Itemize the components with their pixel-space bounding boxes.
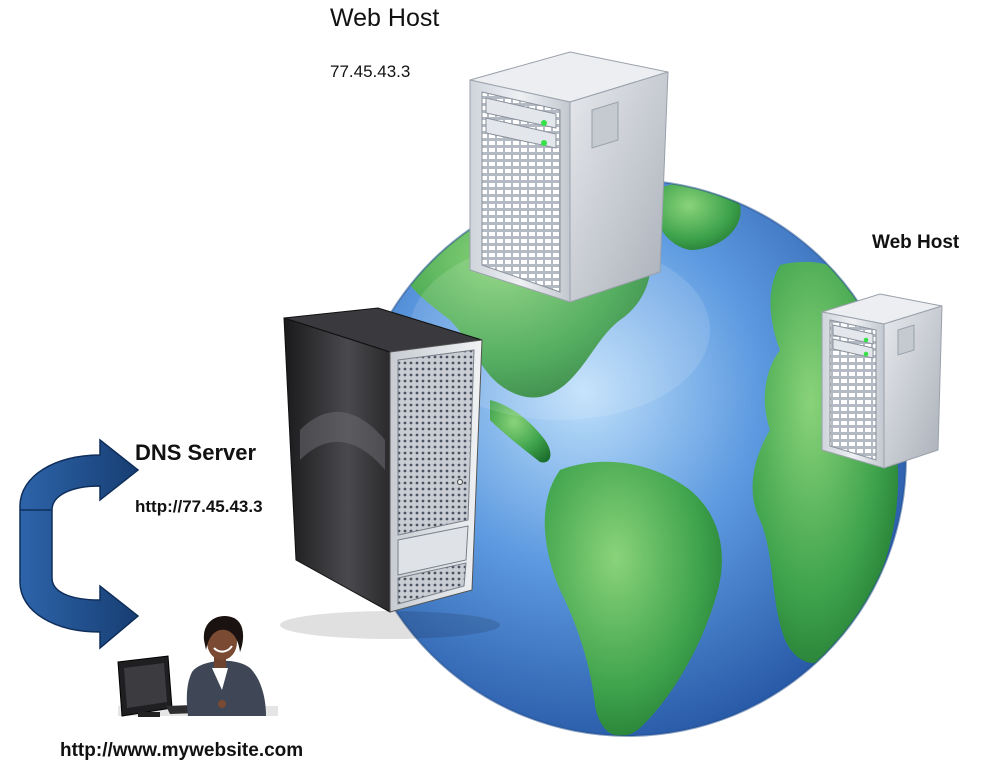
dns-server-icon xyxy=(280,307,500,639)
web-host-secondary-server-icon xyxy=(821,293,943,469)
web-host-ip: 77.45.43.3 xyxy=(330,62,411,81)
globe-icon xyxy=(349,179,907,737)
dns-lookup-arrow xyxy=(19,438,140,650)
web-host-secondary-title: Web Host xyxy=(872,232,960,253)
web-host-title: Web Host xyxy=(330,4,440,32)
web-host-server-icon xyxy=(469,51,669,303)
dns-server-title: DNS Server xyxy=(135,440,257,465)
dns-resolved-url: http://77.45.43.3 xyxy=(135,497,263,516)
client-url: http://www.mywebsite.com xyxy=(60,740,304,761)
client-user-icon xyxy=(117,616,278,717)
